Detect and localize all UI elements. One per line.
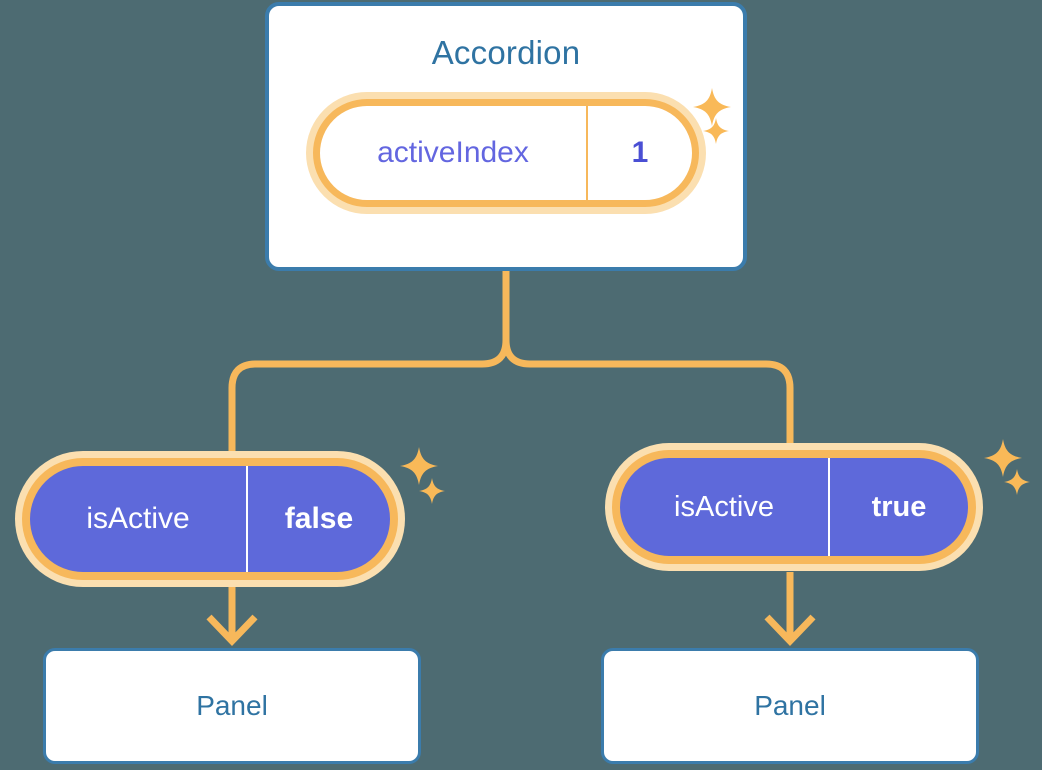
left-panel-label: Panel	[196, 690, 268, 721]
sparkle-icon-right-small	[1003, 468, 1031, 496]
root-state-pill-wrapper: activeIndex 1	[313, 99, 699, 207]
right-branch-state-pill-wrapper: isActive true	[612, 450, 976, 564]
right-branch-state-pill[interactable]: isActive true	[612, 450, 976, 564]
right-panel-label: Panel	[754, 690, 826, 721]
root-state-value: 1	[586, 106, 692, 200]
sparkle-icon-right-large	[982, 437, 1024, 479]
sparkle-icon-left-small	[418, 477, 446, 505]
root-state-key: activeIndex	[377, 136, 529, 169]
sparkle-icon-left-large	[398, 445, 440, 487]
arrow-head-right	[764, 614, 816, 647]
right-panel-card[interactable]: Panel	[601, 648, 979, 764]
connector-root-to-right	[502, 267, 794, 460]
arrow-head-left	[206, 614, 258, 647]
left-branch-state-key: isActive	[86, 502, 190, 535]
left-panel-card[interactable]: Panel	[43, 648, 421, 764]
right-branch-state-value: true	[828, 458, 968, 556]
root-component-title: Accordion	[431, 34, 581, 71]
connector-root-to-left	[228, 267, 510, 466]
left-branch-state-pill[interactable]: isActive false	[22, 458, 398, 580]
left-branch-state-pill-wrapper: isActive false	[22, 458, 398, 580]
left-branch-state-value: false	[246, 466, 390, 572]
root-state-pill[interactable]: activeIndex 1	[313, 99, 699, 207]
right-branch-state-key: isActive	[674, 490, 774, 523]
